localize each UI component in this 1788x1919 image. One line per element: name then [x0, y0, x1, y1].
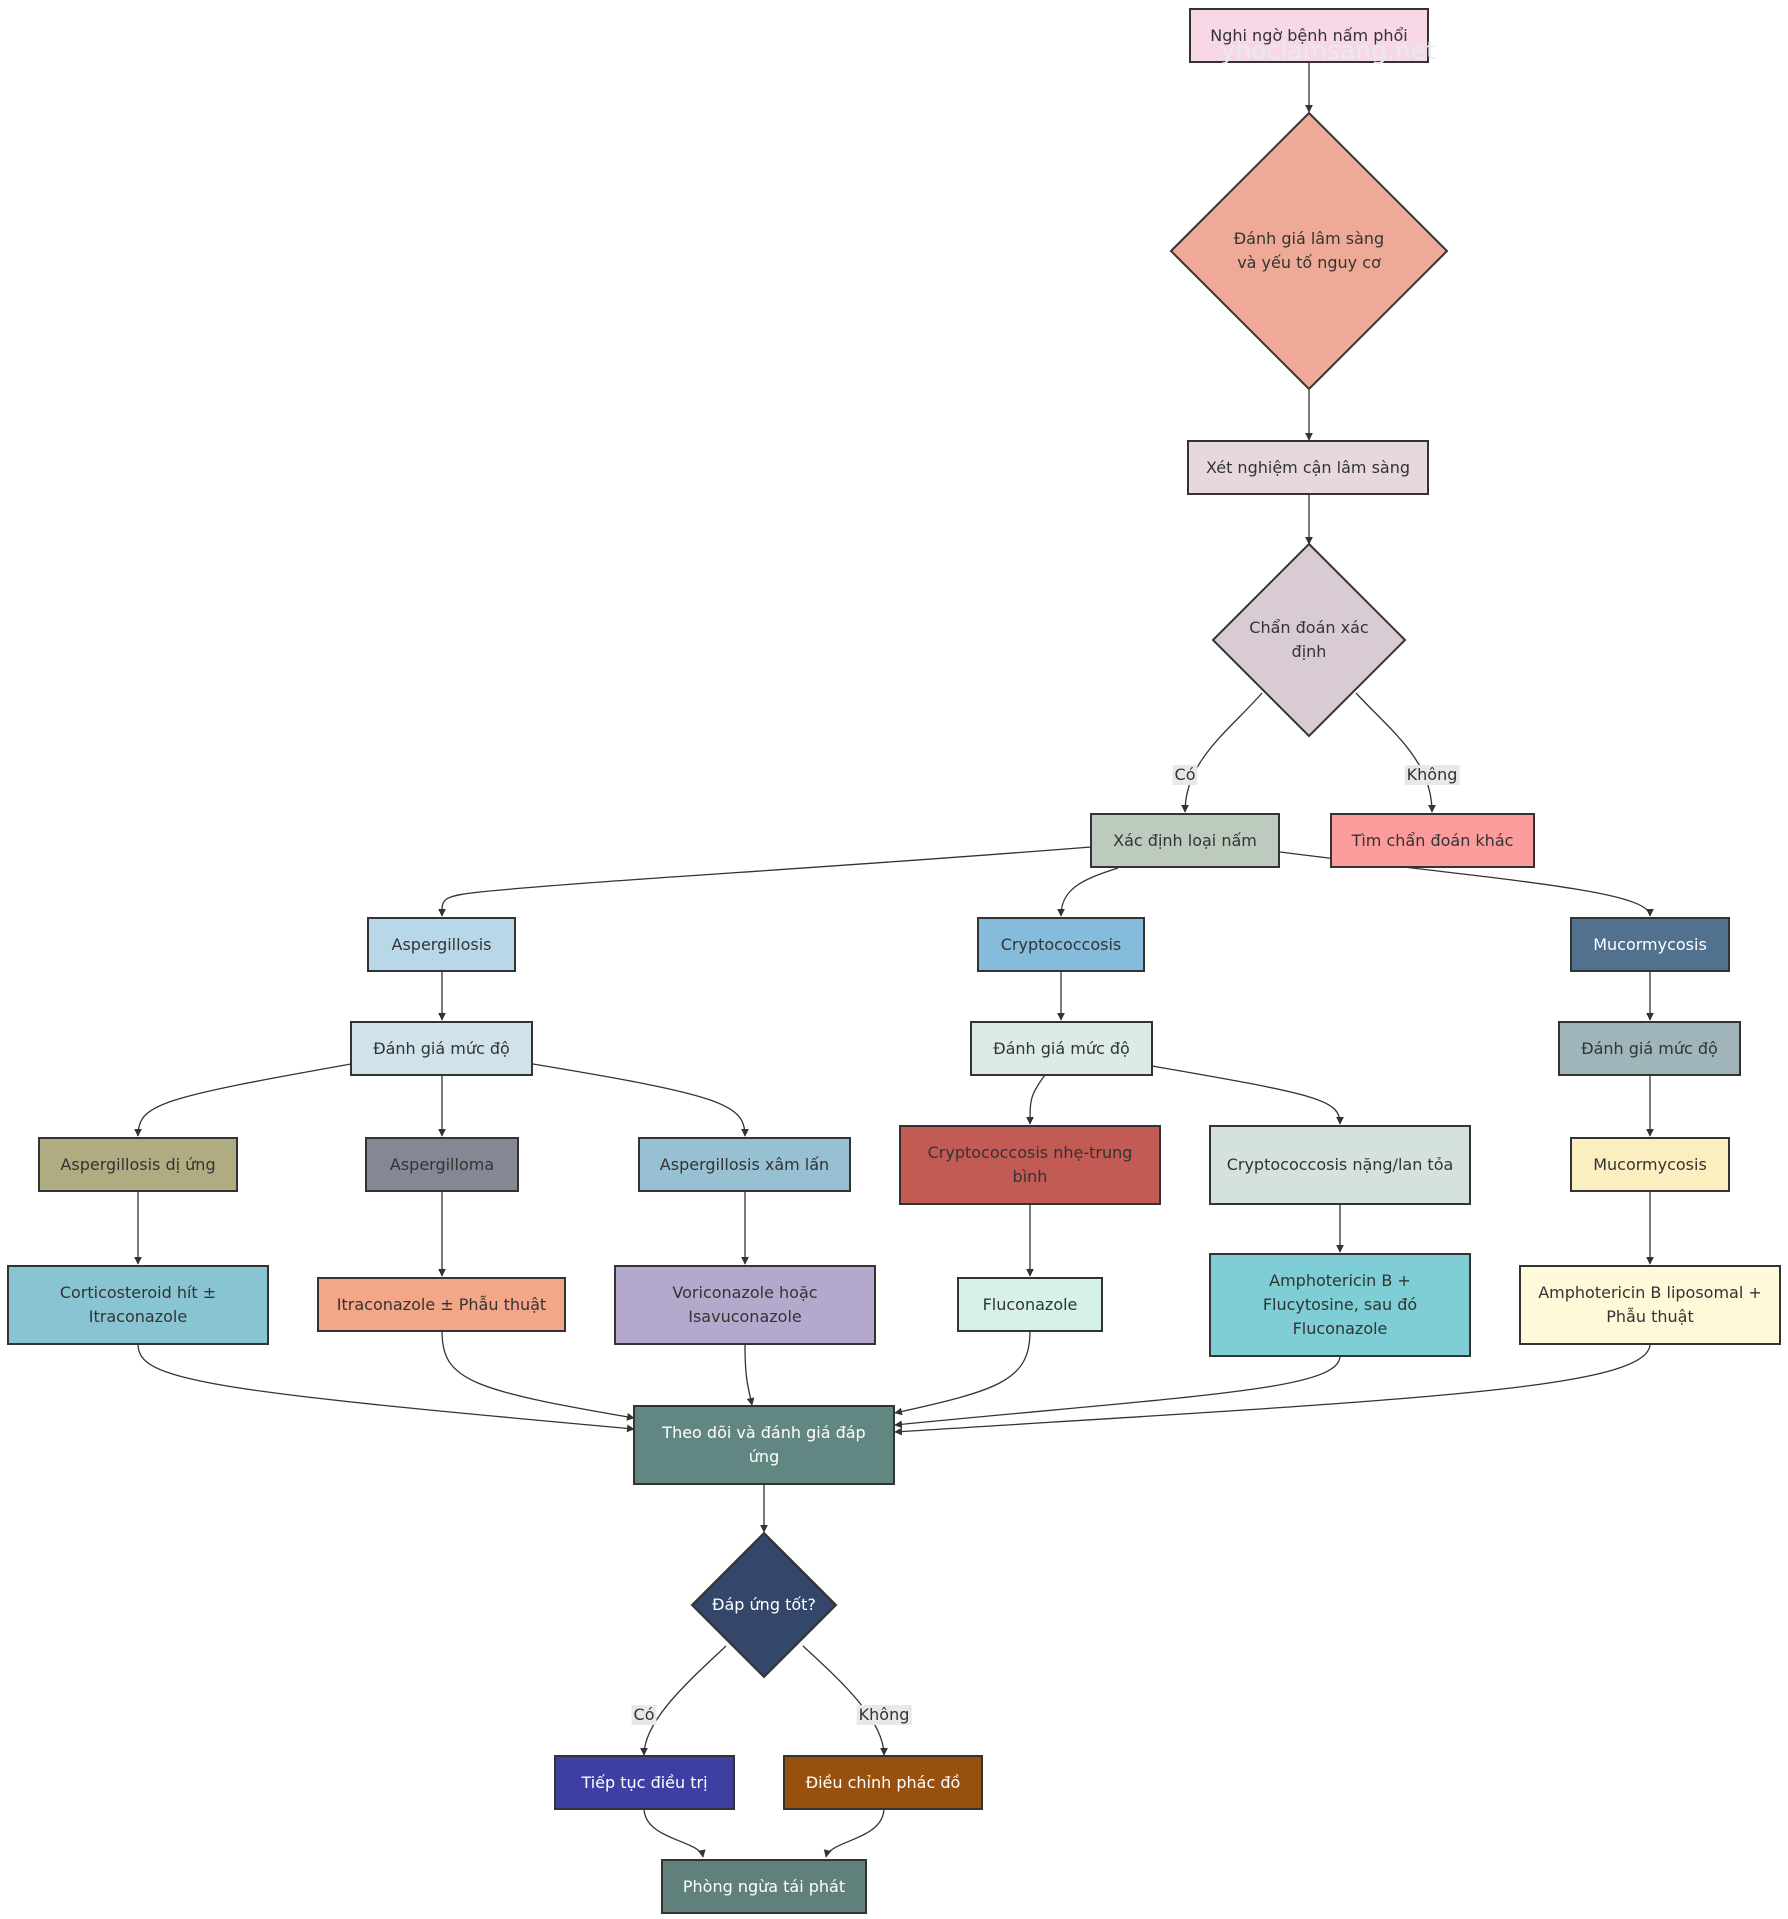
node-cryptococcosis: Cryptococcosis: [977, 917, 1145, 972]
node-adjust-regimen: Điều chỉnh phác đồ: [783, 1755, 983, 1810]
edge-txaspergilloma-monitor: [441, 1330, 635, 1421]
node-invasive-aspergillosis: Aspergillosis xâm lấn: [638, 1137, 851, 1192]
node-mucormycosis-type: Mucormycosis: [1570, 1137, 1730, 1192]
edge-continue-prevent: [643, 1807, 706, 1858]
edge-aspsev-invasive: [532, 1063, 749, 1137]
edge-label-confirm-yes: Có: [1172, 765, 1198, 785]
node-other: Tìm chẩn đoán khác: [1330, 813, 1535, 868]
edge-txcrymild-monitor: [894, 1330, 1031, 1416]
node-labs: Xét nghiệm cận lâm sàng: [1187, 440, 1429, 495]
node-treatment-mucormycosis: Amphotericin B liposomal + Phẫu thuật: [1519, 1265, 1781, 1345]
edge-txabpa-monitor: [137, 1343, 635, 1433]
node-cryptococcosis-severity: Đánh giá mức độ: [970, 1021, 1153, 1076]
edge-identify-cry: [1057, 867, 1119, 917]
edge-confirm-identify: [1181, 692, 1263, 813]
edge-response-adjust: [802, 1645, 888, 1756]
edge-txinvasive-monitor: [744, 1343, 755, 1406]
edge-confirm-other: [1355, 692, 1436, 813]
node-treatment-allergic: Corticosteroid hít ± Itraconazole: [7, 1265, 269, 1345]
edge-label-response-no: Không: [856, 1705, 912, 1725]
edge-crysev-severe: [1151, 1065, 1344, 1125]
node-monitor: Theo dõi và đánh giá đáp ứng: [633, 1405, 895, 1485]
node-treatment-crypto-mild: Fluconazole: [957, 1277, 1103, 1332]
edge-adjust-prevent: [823, 1807, 885, 1858]
decision-assess-label: Đánh giá lâm sàng và yếu tố nguy cơ: [1233, 229, 1385, 272]
edge-label-confirm-no: Không: [1404, 765, 1460, 785]
node-treatment-aspergilloma: Itraconazole ± Phẫu thuật: [317, 1277, 566, 1332]
node-cryptococcosis-severe: Cryptococcosis nặng/lan tỏa: [1209, 1125, 1471, 1205]
node-prevent-relapse: Phòng ngừa tái phát: [661, 1859, 867, 1914]
decision-response-label: Đáp ứng tốt?: [712, 1595, 816, 1614]
decision-response-shape: [690, 1531, 838, 1679]
node-aspergilloma: Aspergilloma: [365, 1137, 519, 1192]
edge-txcrysevere-monitor: [894, 1355, 1341, 1429]
decision-confirm-shape: [1211, 542, 1407, 738]
edge-label-response-yes: Có: [631, 1705, 657, 1725]
node-treatment-invasive: Voriconazole hoặc Isavuconazole: [614, 1265, 876, 1345]
node-aspergillosis: Aspergillosis: [367, 917, 516, 972]
node-mucormycosis: Mucormycosis: [1570, 917, 1730, 972]
edge-identify-asp: [438, 846, 1092, 917]
node-mucormycosis-severity: Đánh giá mức độ: [1558, 1021, 1741, 1076]
node-cryptococcosis-mild: Cryptococcosis nhẹ-trung bình: [899, 1125, 1161, 1205]
node-identify: Xác định loại nấm: [1090, 813, 1280, 868]
node-start: Nghi ngờ bệnh nấm phổi: [1189, 8, 1429, 63]
node-aspergillosis-severity: Đánh giá mức độ: [350, 1021, 533, 1076]
decision-response: Đáp ứng tốt?: [690, 1531, 838, 1679]
edge-crysev-mild: [1026, 1074, 1046, 1125]
node-allergic-aspergillosis: Aspergillosis dị ứng: [38, 1137, 238, 1192]
decision-assess: Đánh giá lâm sàng và yếu tố nguy cơ: [1169, 111, 1449, 391]
edge-txmuc-monitor: [894, 1343, 1651, 1436]
node-treatment-crypto-severe: Amphotericin B + Flucytosine, sau đó Flu…: [1209, 1253, 1471, 1357]
decision-confirm: Chẩn đoán xác định: [1211, 542, 1407, 738]
edge-response-continue: [640, 1645, 727, 1756]
edge-aspsev-abpa: [134, 1063, 352, 1137]
watermark: yhoclamsang.net: [1220, 36, 1436, 65]
decision-confirm-label: Chẩn đoán xác định: [1249, 618, 1369, 661]
decision-assess-shape: [1169, 111, 1449, 391]
node-continue-treatment: Tiếp tục điều trị: [554, 1755, 735, 1810]
